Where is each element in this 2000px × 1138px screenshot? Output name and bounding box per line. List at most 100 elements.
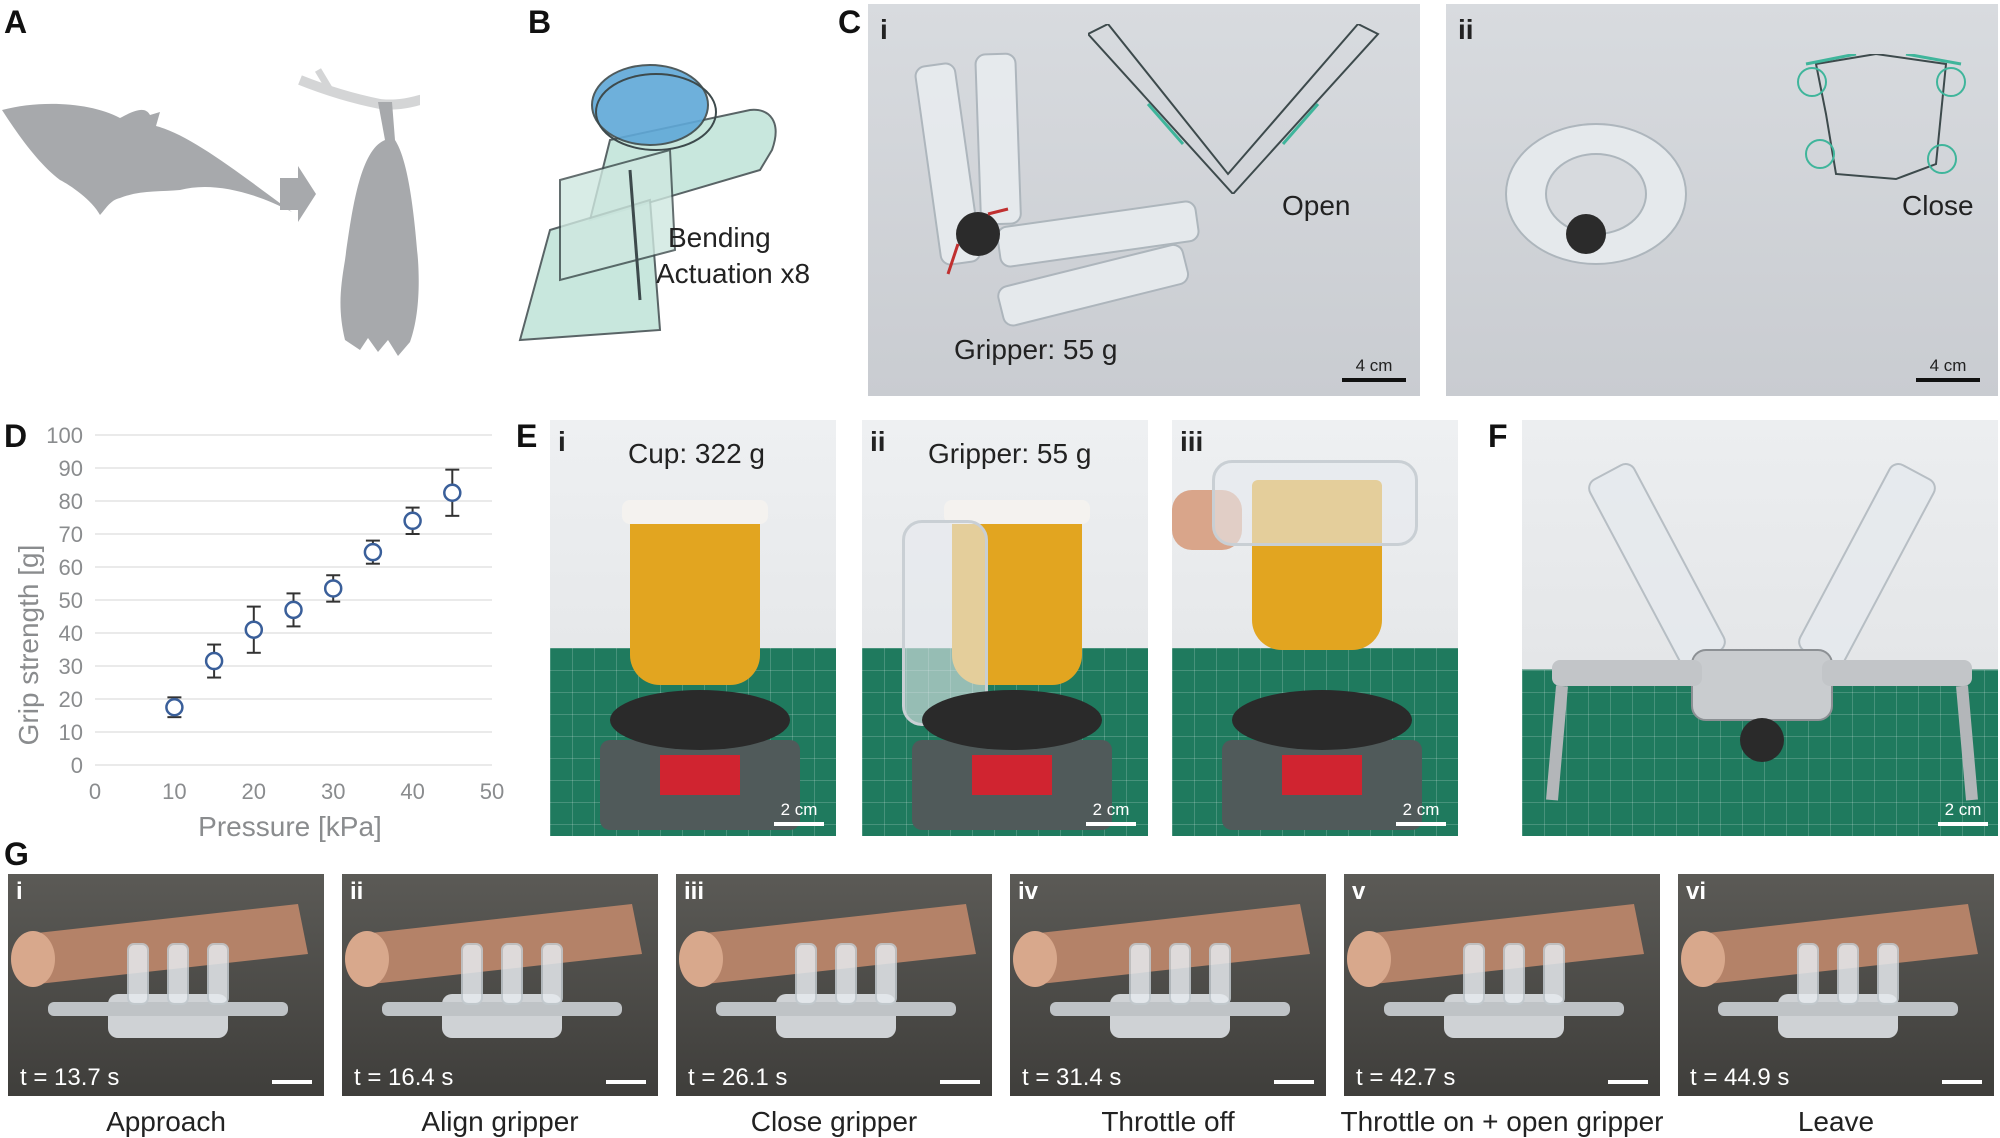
- scale-bar: 2 cm: [1938, 800, 1988, 826]
- marker: [443, 483, 462, 502]
- data-point: [403, 506, 422, 535]
- y-tick-label: 90: [59, 456, 83, 481]
- gripper-state-label: Open: [1282, 190, 1351, 221]
- gripper-weight-caption: Gripper: 55 g: [954, 334, 1118, 365]
- perching-frame-iv: iv t = 31.4 s: [1010, 874, 1326, 1096]
- marker: [363, 542, 383, 562]
- perching-scene: [1013, 904, 1310, 1038]
- timestamp: t = 44.9 s: [1690, 1064, 1790, 1091]
- panel-label-e: E: [516, 418, 538, 454]
- log: [1364, 904, 1644, 984]
- y-axis-label: Grip strength [g]: [13, 545, 44, 746]
- perching-frame-vi: vi t = 44.9 s: [1678, 874, 1994, 1096]
- y-tick-label: 20: [59, 687, 83, 712]
- gripper-attached: [1212, 460, 1418, 546]
- data-point: [165, 696, 184, 719]
- photo-c-ii: ii Close 4 cm: [1446, 4, 1998, 396]
- perching-frame-i: i t = 13.7 s: [8, 874, 324, 1096]
- frame-caption: Throttle on + open gripper: [1340, 1106, 1664, 1137]
- frame-caption: Close gripper: [750, 1106, 918, 1137]
- panel-b-text-2: Actuation x8: [656, 258, 811, 289]
- photo-tag: i: [880, 14, 888, 45]
- data-point: [443, 468, 462, 517]
- panel-b-text-1: Bending: [668, 222, 771, 253]
- gripper-object: [1505, 123, 1687, 265]
- perching-scene: [1347, 904, 1644, 1038]
- cup-lid: [622, 500, 768, 524]
- actuator-pad: [591, 64, 709, 146]
- drone-arm-left: [1552, 660, 1702, 686]
- frame-tag: iii: [684, 878, 705, 905]
- scale-pan: [1232, 690, 1412, 750]
- x-tick-label: 0: [89, 779, 101, 804]
- photo-tag: iii: [1180, 426, 1204, 457]
- frame-tag: i: [16, 878, 23, 905]
- photo-tag: ii: [1458, 14, 1474, 45]
- bat-illustration: [2, 68, 420, 356]
- log: [362, 904, 642, 984]
- y-tick-label: 10: [59, 720, 83, 745]
- photo-tag: i: [558, 426, 566, 457]
- perching-scene: [11, 904, 308, 1038]
- drone-body: [1691, 649, 1833, 721]
- data-point: [244, 605, 264, 654]
- panel-label-a: A: [4, 4, 28, 40]
- photo-e-ii: ii Gripper: 55 g 2 cm: [862, 420, 1148, 836]
- frame-caption: Leave: [1797, 1106, 1875, 1137]
- panel-label-c: C: [838, 4, 862, 40]
- timestamp: t = 26.1 s: [688, 1064, 788, 1091]
- actuator-diagram: [518, 64, 777, 342]
- timestamp: t = 16.4 s: [354, 1064, 454, 1091]
- scale-bar: 2 cm: [774, 800, 824, 826]
- perching-scene: [679, 904, 976, 1038]
- frame-tag: vi: [1686, 878, 1707, 905]
- perching-scene: [1681, 904, 1978, 1038]
- cup-weight-caption: Cup: 322 g: [628, 438, 765, 469]
- panel-label-g: G: [4, 836, 29, 872]
- data-point: [363, 539, 383, 565]
- frame-caption: Align gripper: [421, 1106, 579, 1137]
- perching-frame-iii: iii t = 26.1 s: [676, 874, 992, 1096]
- frame-tag: v: [1352, 878, 1366, 905]
- frame-caption: Approach: [106, 1106, 226, 1137]
- scale-display: [1282, 755, 1362, 795]
- panel-label-b: B: [528, 4, 552, 40]
- data-point: [284, 592, 303, 628]
- frame-caption: Throttle off: [1101, 1106, 1235, 1137]
- hanging-bat-silhouette: [340, 102, 419, 356]
- y-tick-label: 100: [46, 423, 83, 448]
- y-tick-label: 30: [59, 654, 83, 679]
- y-tick-label: 70: [59, 522, 83, 547]
- log: [28, 904, 308, 984]
- scale-bar: [940, 1080, 980, 1084]
- perching-frame-ii: ii t = 16.4 s: [342, 874, 658, 1096]
- branch-silhouette: [298, 75, 420, 110]
- x-tick-label: 50: [480, 779, 504, 804]
- perching-scene: [345, 904, 642, 1038]
- photo-e-iii: iii 2 cm: [1172, 420, 1458, 836]
- marker: [284, 600, 303, 620]
- panel-label-d: D: [4, 418, 28, 454]
- photo-tag: ii: [870, 426, 886, 457]
- y-tick-label: 60: [59, 555, 83, 580]
- cup: [630, 510, 760, 685]
- scale-bar: 4 cm: [1916, 356, 1980, 382]
- gripper-weight-caption: Gripper: 55 g: [928, 438, 1092, 469]
- marker: [204, 651, 224, 671]
- scale-display: [660, 755, 740, 795]
- panel-label-f: F: [1488, 418, 1508, 454]
- arrow-icon: [280, 166, 316, 222]
- y-tick-label: 40: [59, 621, 83, 646]
- scale-display: [972, 755, 1052, 795]
- scale-bar: 4 cm: [1342, 356, 1406, 382]
- y-tick-label: 80: [59, 489, 83, 514]
- gripper-attached: [902, 520, 988, 726]
- scale-pan: [922, 690, 1102, 750]
- scale-bar: [1274, 1080, 1314, 1084]
- x-tick-label: 10: [162, 779, 186, 804]
- scale-bar: 2 cm: [1086, 800, 1136, 826]
- log: [696, 904, 976, 984]
- marker: [244, 620, 264, 639]
